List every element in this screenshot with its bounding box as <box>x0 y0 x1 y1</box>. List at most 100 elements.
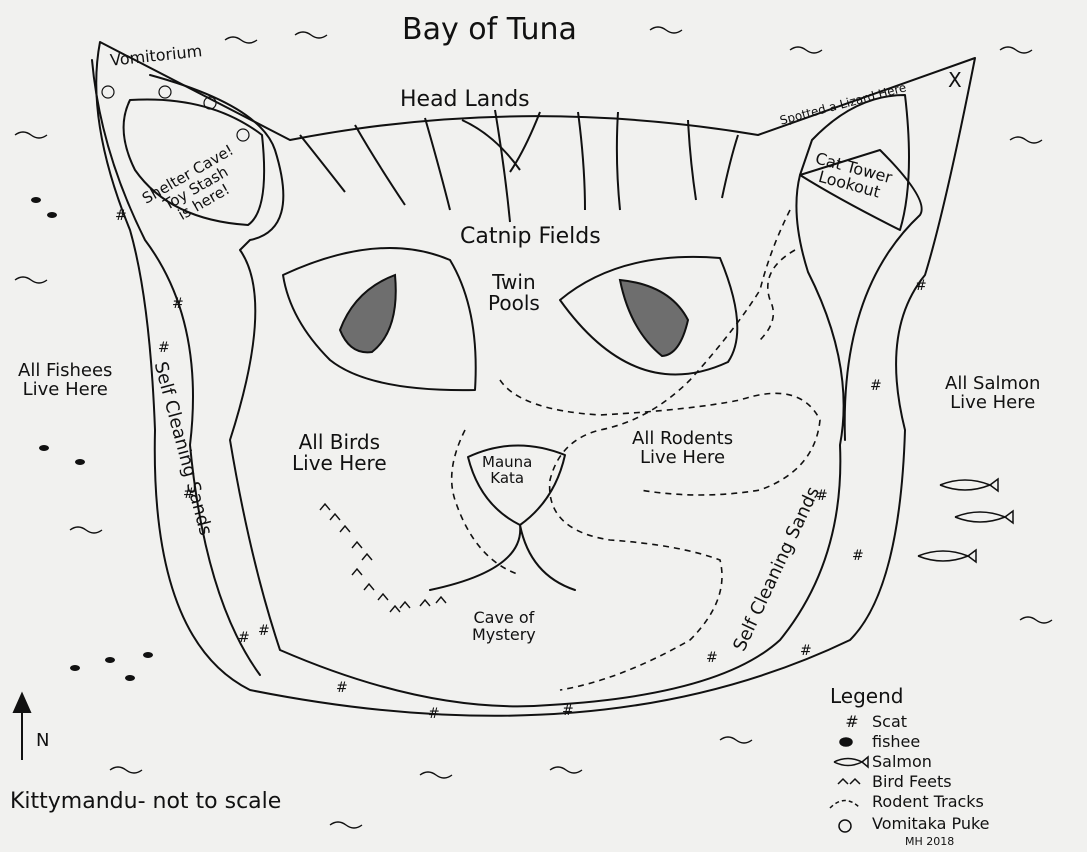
scat-mark: # <box>172 296 184 312</box>
scat-mark: # <box>336 680 348 696</box>
cave-of-mystery-line-1: Cave of <box>473 608 535 627</box>
label-twin-pools: Twin Pools <box>488 272 540 314</box>
scat-mark: # <box>816 488 828 504</box>
right-ear-inner <box>799 94 910 231</box>
left-ear-inner <box>122 98 266 226</box>
twin-pools-line-1: Twin <box>492 270 536 294</box>
all-fishees-line-1: All Fishees <box>18 360 113 381</box>
rodent-track-3 <box>450 429 521 576</box>
right-eye <box>559 255 739 376</box>
catnip-stripe-5 <box>494 109 511 223</box>
legend-item-salmon: Salmon <box>832 752 932 771</box>
nose-island <box>467 444 566 526</box>
catnip-stripe-6 <box>509 111 541 173</box>
fishee <box>143 652 153 658</box>
legend-item-label: Vomitaka Puke <box>872 814 990 833</box>
fishee <box>75 459 85 465</box>
label-head-lands: Head Lands <box>400 87 530 112</box>
rodent-track-4 <box>759 249 796 341</box>
fishee <box>125 675 135 681</box>
label-all-salmon: All Salmon Live Here <box>945 373 1041 413</box>
water-wave <box>1009 136 1043 144</box>
scat-mark: # <box>258 623 270 639</box>
scat-mark: # <box>115 208 127 224</box>
all-birds-line-1: All Birds <box>298 430 381 454</box>
catnip-stripe-3 <box>424 117 451 211</box>
legend-item-label: fishee <box>872 732 921 751</box>
inner-face-coast-2 <box>91 59 261 676</box>
all-rodents-line-1: All Rodents <box>632 428 734 449</box>
water-wave <box>789 46 823 54</box>
signature: MH 2018 <box>905 835 955 848</box>
fishee <box>105 657 115 663</box>
legend-item-label: Salmon <box>872 752 932 771</box>
catnip-stripe-2 <box>354 124 406 206</box>
legend-item-bird-feet: Bird Feets <box>832 772 952 791</box>
legend-item-scat: #Scat <box>832 712 907 731</box>
all-birds-line-2: Live Here <box>292 451 387 475</box>
salmon <box>954 509 1014 525</box>
legend-salmon-icon <box>833 755 869 769</box>
legend-item-label: Bird Feets <box>872 772 952 791</box>
water-wave <box>419 771 453 779</box>
scat-mark: # <box>238 630 250 646</box>
puke <box>101 85 115 99</box>
legend-bird-feet-icon <box>837 777 861 785</box>
water-wave <box>1019 616 1053 624</box>
footer-caption: Kittymandu- not to scale <box>10 789 282 814</box>
water-wave <box>109 766 143 774</box>
water-wave <box>549 766 583 774</box>
salmon <box>939 477 999 493</box>
water-wave <box>14 131 48 139</box>
salmon <box>917 548 977 564</box>
north-label: N <box>36 730 50 751</box>
label-cave-of-mystery: Cave of Mystery <box>472 608 536 644</box>
mauna-kata-line-2: Kata <box>490 468 525 487</box>
all-salmon-line-1: All Salmon <box>945 373 1041 394</box>
scat-mark: # <box>870 378 882 394</box>
all-fishees-line-2: Live Here <box>22 378 108 400</box>
water-wave <box>224 36 258 44</box>
scat-mark: # <box>183 486 195 502</box>
fishee <box>39 445 49 451</box>
cave-of-mystery-line-2: Mystery <box>472 624 536 644</box>
water-wave <box>999 46 1033 54</box>
legend-item-puke: Vomitaka Puke <box>832 814 990 833</box>
label-mauna-kata: Mauna Kata <box>482 453 533 487</box>
catnip-stripe-10 <box>721 134 739 199</box>
legend-item-fishee: fishee <box>832 732 920 751</box>
bird-foot <box>319 502 447 613</box>
label-all-rodents: All Rodents Live Here <box>632 428 734 468</box>
scat-mark: # <box>915 278 927 294</box>
water-wave <box>69 526 103 534</box>
puke <box>236 128 250 142</box>
inner-face-coast <box>149 74 923 708</box>
catnip-stripe-8 <box>615 111 621 211</box>
map-title: Bay of Tuna <box>402 12 577 47</box>
scat-mark: # <box>562 703 574 719</box>
label-all-fishees: All Fishees Live Here <box>18 360 113 400</box>
legend-item-label: Scat <box>872 712 908 731</box>
water-wave <box>649 26 683 34</box>
fishee <box>31 197 41 203</box>
mouth <box>429 524 576 591</box>
water-wave <box>294 31 328 39</box>
catnip-stripe-9 <box>687 119 697 201</box>
catnip-stripe-1 <box>299 134 346 193</box>
all-rodents-line-2: Live Here <box>639 446 726 468</box>
north-arrow-head <box>12 691 32 713</box>
catnip-stripe-7 <box>577 111 586 211</box>
label-all-birds: All Birds Live Here <box>292 432 387 474</box>
scat-mark: # <box>428 706 440 722</box>
all-salmon-line-2: Live Here <box>950 391 1036 413</box>
right-pupil <box>618 278 690 358</box>
left-eye <box>282 247 477 392</box>
mauna-kata-line-1: Mauna <box>482 453 533 471</box>
fishee <box>47 212 57 218</box>
fishee <box>70 665 80 671</box>
legend-item-rodent-tracks: Rodent Tracks <box>832 792 984 811</box>
island-outer-coast <box>95 41 976 717</box>
legend-rodent-tracks-icon <box>829 799 861 809</box>
puke <box>158 85 172 99</box>
